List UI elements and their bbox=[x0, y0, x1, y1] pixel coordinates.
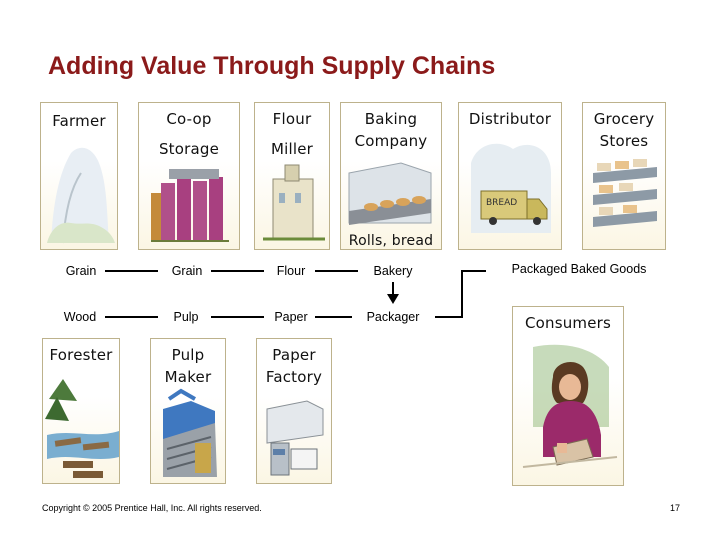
copyright-footer: Copyright © 2005 Prentice Hall, Inc. All… bbox=[42, 503, 262, 513]
logs-river-illustration bbox=[43, 339, 120, 484]
pulp-maker-card: Pulp Maker bbox=[150, 338, 226, 484]
consumer-woman-illustration bbox=[513, 307, 624, 486]
pulp-mill-illustration bbox=[151, 339, 226, 484]
forester-card: Forester bbox=[42, 338, 120, 484]
paper-machine-illustration bbox=[257, 339, 332, 484]
connector-packager-goods bbox=[435, 271, 486, 317]
paper-factory-card: Paper Factory bbox=[256, 338, 332, 484]
consumers-card: Consumers bbox=[512, 306, 624, 486]
arrowhead-down bbox=[387, 294, 399, 304]
page-number: 17 bbox=[670, 503, 680, 513]
